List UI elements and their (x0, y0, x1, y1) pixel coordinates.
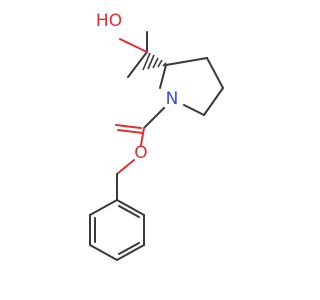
bond-carbinol-methyl-down (127, 51, 148, 78)
carbamate-group (115, 107, 165, 146)
ester-oxygen-label: O (134, 143, 147, 163)
bond-c4-c5 (203, 87, 224, 116)
bond-n-carbonyl (143, 107, 165, 129)
bond-c5-n (183, 104, 205, 116)
bond-carbonyl-double-1 (115, 124, 142, 129)
bond-carbinol-oh (119, 38, 148, 53)
bond-ar-inner-2 (118, 242, 140, 255)
bond-c3-c4 (206, 57, 224, 89)
hydroxyl-label: HO (96, 11, 122, 31)
bond-ar-4 (89, 244, 118, 261)
benzene-ring (89, 199, 145, 261)
bond-n-c2 (159, 64, 167, 89)
pyrrolidine-ring (159, 57, 224, 116)
bond-ar-inner-1 (118, 205, 140, 218)
bond-c2-c3 (165, 57, 208, 66)
bond-carbonyl-double-2 (117, 129, 144, 134)
carbinol-group (119, 31, 148, 78)
bond-ar-6 (89, 199, 118, 216)
bond-o-ch2 (116, 159, 135, 175)
bond-carbonyl-ester-o (140, 127, 145, 146)
benzyl-linker (116, 159, 135, 201)
structure-diagram: HO N O (89, 11, 224, 261)
stereo-hashed-wedge (142, 52, 167, 71)
ring-nitrogen-label: N (166, 89, 179, 109)
bond-ar-3 (116, 244, 145, 261)
bond-ar-1 (116, 199, 145, 216)
